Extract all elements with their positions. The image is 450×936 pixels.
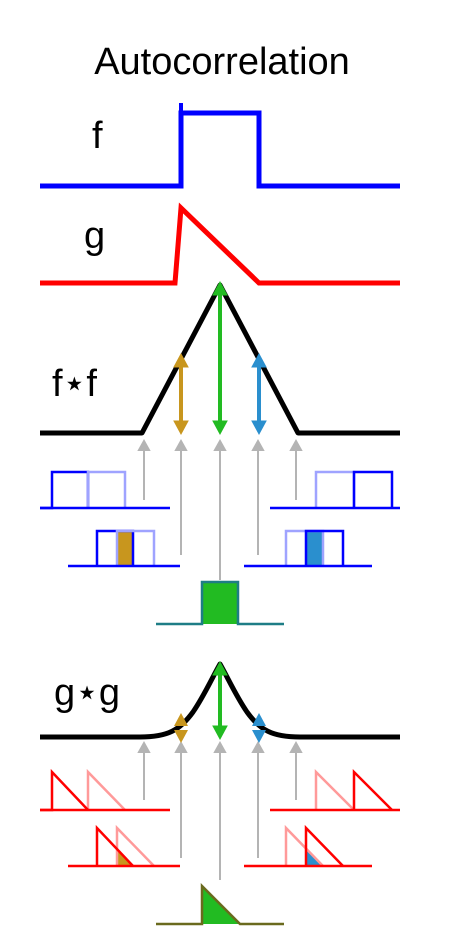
- label-f-star-f: f⋆f: [52, 363, 97, 405]
- g-arrow-right: [252, 713, 266, 743]
- g-shift-near-right: [244, 824, 372, 868]
- f-guide-arrows: [137, 438, 303, 580]
- f-overlap-center: [156, 580, 284, 626]
- f-curve: [40, 110, 400, 189]
- label-f: f: [92, 115, 103, 157]
- g-shift-far-right: [270, 768, 400, 812]
- f-arrow-left: [173, 352, 189, 436]
- label-g: g: [84, 215, 105, 257]
- g-overlap-center: [156, 882, 284, 926]
- g-arrow-center: [212, 660, 228, 741]
- g-shift-far-left: [40, 768, 170, 812]
- f-shift-near-left: [68, 529, 180, 568]
- g-shift-near-left: [68, 824, 180, 868]
- f-shift-far-right: [270, 470, 400, 510]
- g-arrow-left: [174, 713, 188, 743]
- g-curve: [40, 202, 400, 286]
- f-shift-near-right: [244, 529, 372, 568]
- title: Autocorrelation: [94, 41, 350, 83]
- f-arrow-center: [212, 280, 228, 436]
- f-shift-far-left: [40, 470, 170, 510]
- g-guide-arrows: [137, 740, 303, 880]
- label-g-star-g: g⋆g: [54, 672, 120, 714]
- f-arrow-right: [251, 352, 267, 436]
